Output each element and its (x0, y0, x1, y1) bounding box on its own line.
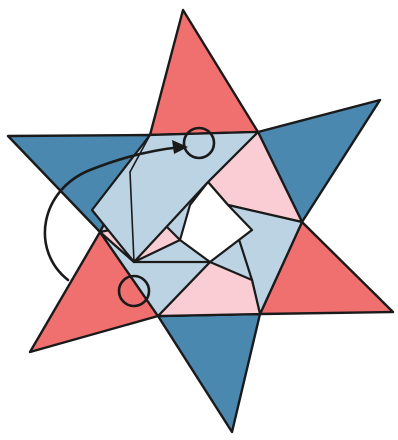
red-point-top (150, 10, 258, 135)
blue-point-bottom (158, 314, 260, 432)
